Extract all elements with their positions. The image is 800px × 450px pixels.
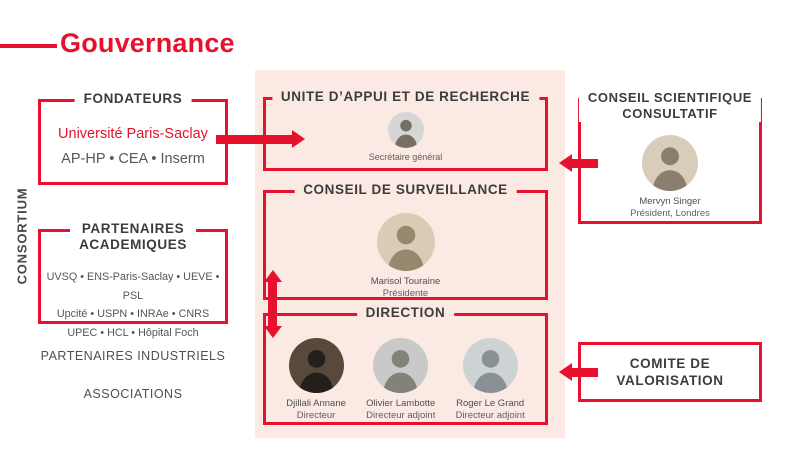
comite-valorisation-title-line2: VALORISATION: [616, 373, 724, 388]
avatar-photo-marisol-touraine: [376, 213, 435, 271]
avatar-photo-roger-le-grand: [462, 338, 518, 393]
fondateurs-title: FONDATEURS: [74, 91, 192, 107]
scientifique-president-role: Président, Londres: [630, 207, 710, 219]
academic-partners-line: UVSQ • ENS-Paris-Saclay • UEVE • PSL: [46, 271, 220, 302]
arrow-fondateurs-to-unite: [216, 130, 305, 148]
conseil-scientifique-box: CONSEIL SCIENTIFIQUE CONSULTATIF Mervyn …: [578, 90, 762, 224]
scientifique-president-name: Mervyn Singer: [639, 196, 701, 207]
comite-valorisation-box: COMITE DE VALORISATION: [578, 342, 762, 402]
fondateurs-other-members: AP-HP • CEA • Inserm: [61, 151, 205, 167]
avatar-photo-djillali-annane: [288, 338, 344, 393]
partenaires-academiques-title-line1: PARTENAIRES: [81, 221, 185, 236]
conseil-surveillance-title: CONSEIL DE SURVEILLANCE: [294, 182, 517, 198]
direction-member-role: Directeur adjoint: [455, 409, 525, 421]
direction-member-role: Directeur: [296, 409, 336, 421]
direction-member: Djillali Annane Directeur: [286, 338, 346, 421]
avatar-photo-secretaire-general: [387, 112, 424, 148]
conseil-scientifique-title-line1: CONSEIL SCIENTIFIQUE: [587, 90, 753, 105]
title-accent-line: [0, 44, 57, 48]
page-title: Gouvernance: [60, 28, 235, 58]
fondateurs-highlight-member: Université Paris-Saclay: [58, 126, 208, 142]
comite-valorisation-title-line1: COMITE DE: [629, 356, 711, 371]
arrow-surveillance-direction-double: [263, 270, 282, 338]
direction-member-name: Olivier Lambotte: [366, 398, 436, 409]
conseil-scientifique-title: CONSEIL SCIENTIFIQUE CONSULTATIF: [578, 90, 762, 122]
academic-partners-line: UPEC • HCL • Hôpital Foch: [67, 326, 199, 339]
direction-member-name: Djillali Annane: [286, 398, 346, 409]
arrow-valorisation-to-direction: [559, 363, 598, 381]
conseil-scientifique-title-line2: CONSULTATIF: [622, 106, 718, 121]
partenaires-industriels-label: PARTENAIRES INDUSTRIELS: [40, 349, 226, 363]
direction-member-role: Directeur adjoint: [366, 409, 436, 421]
secretaire-general-role: Secrétaire général: [368, 152, 443, 162]
direction-member: Olivier Lambotte Directeur adjoint: [366, 338, 435, 421]
unite-appui-title: UNITE D’APPUI ET DE RECHERCHE: [271, 89, 540, 105]
associations-label: ASSOCIATIONS: [83, 387, 183, 401]
direction-title: DIRECTION: [356, 305, 455, 321]
arrow-scientifique-to-unite: [559, 154, 598, 172]
direction-box: DIRECTION Djillali Annane Directeur Oliv…: [263, 305, 548, 425]
academic-partners-line: Upcité • USPN • INRAe • CNRS: [56, 308, 210, 320]
consortium-label: CONSORTIUM: [14, 187, 30, 285]
surveillance-president-role: Présidente: [382, 287, 429, 299]
conseil-surveillance-box: CONSEIL DE SURVEILLANCE Marisol Touraine…: [263, 182, 548, 300]
partenaires-academiques-title-line2: ACADEMIQUES: [79, 237, 187, 252]
avatar-photo-olivier-lambotte: [373, 338, 429, 393]
partenaires-academiques-title: PARTENAIRES ACADEMIQUES: [70, 221, 196, 253]
partenaires-academiques-box: PARTENAIRES ACADEMIQUES UVSQ • ENS-Paris…: [38, 221, 228, 339]
direction-member: Roger Le Grand Directeur adjoint: [456, 338, 525, 421]
surveillance-president-name: Marisol Touraine: [370, 276, 441, 287]
unite-appui-box: UNITE D’APPUI ET DE RECHERCHE Secrétaire…: [263, 89, 548, 171]
direction-member-name: Roger Le Grand: [456, 398, 525, 409]
avatar-photo-mervyn-singer: [642, 135, 698, 191]
fondateurs-box: FONDATEURS Université Paris-Saclay AP-HP…: [38, 91, 228, 185]
